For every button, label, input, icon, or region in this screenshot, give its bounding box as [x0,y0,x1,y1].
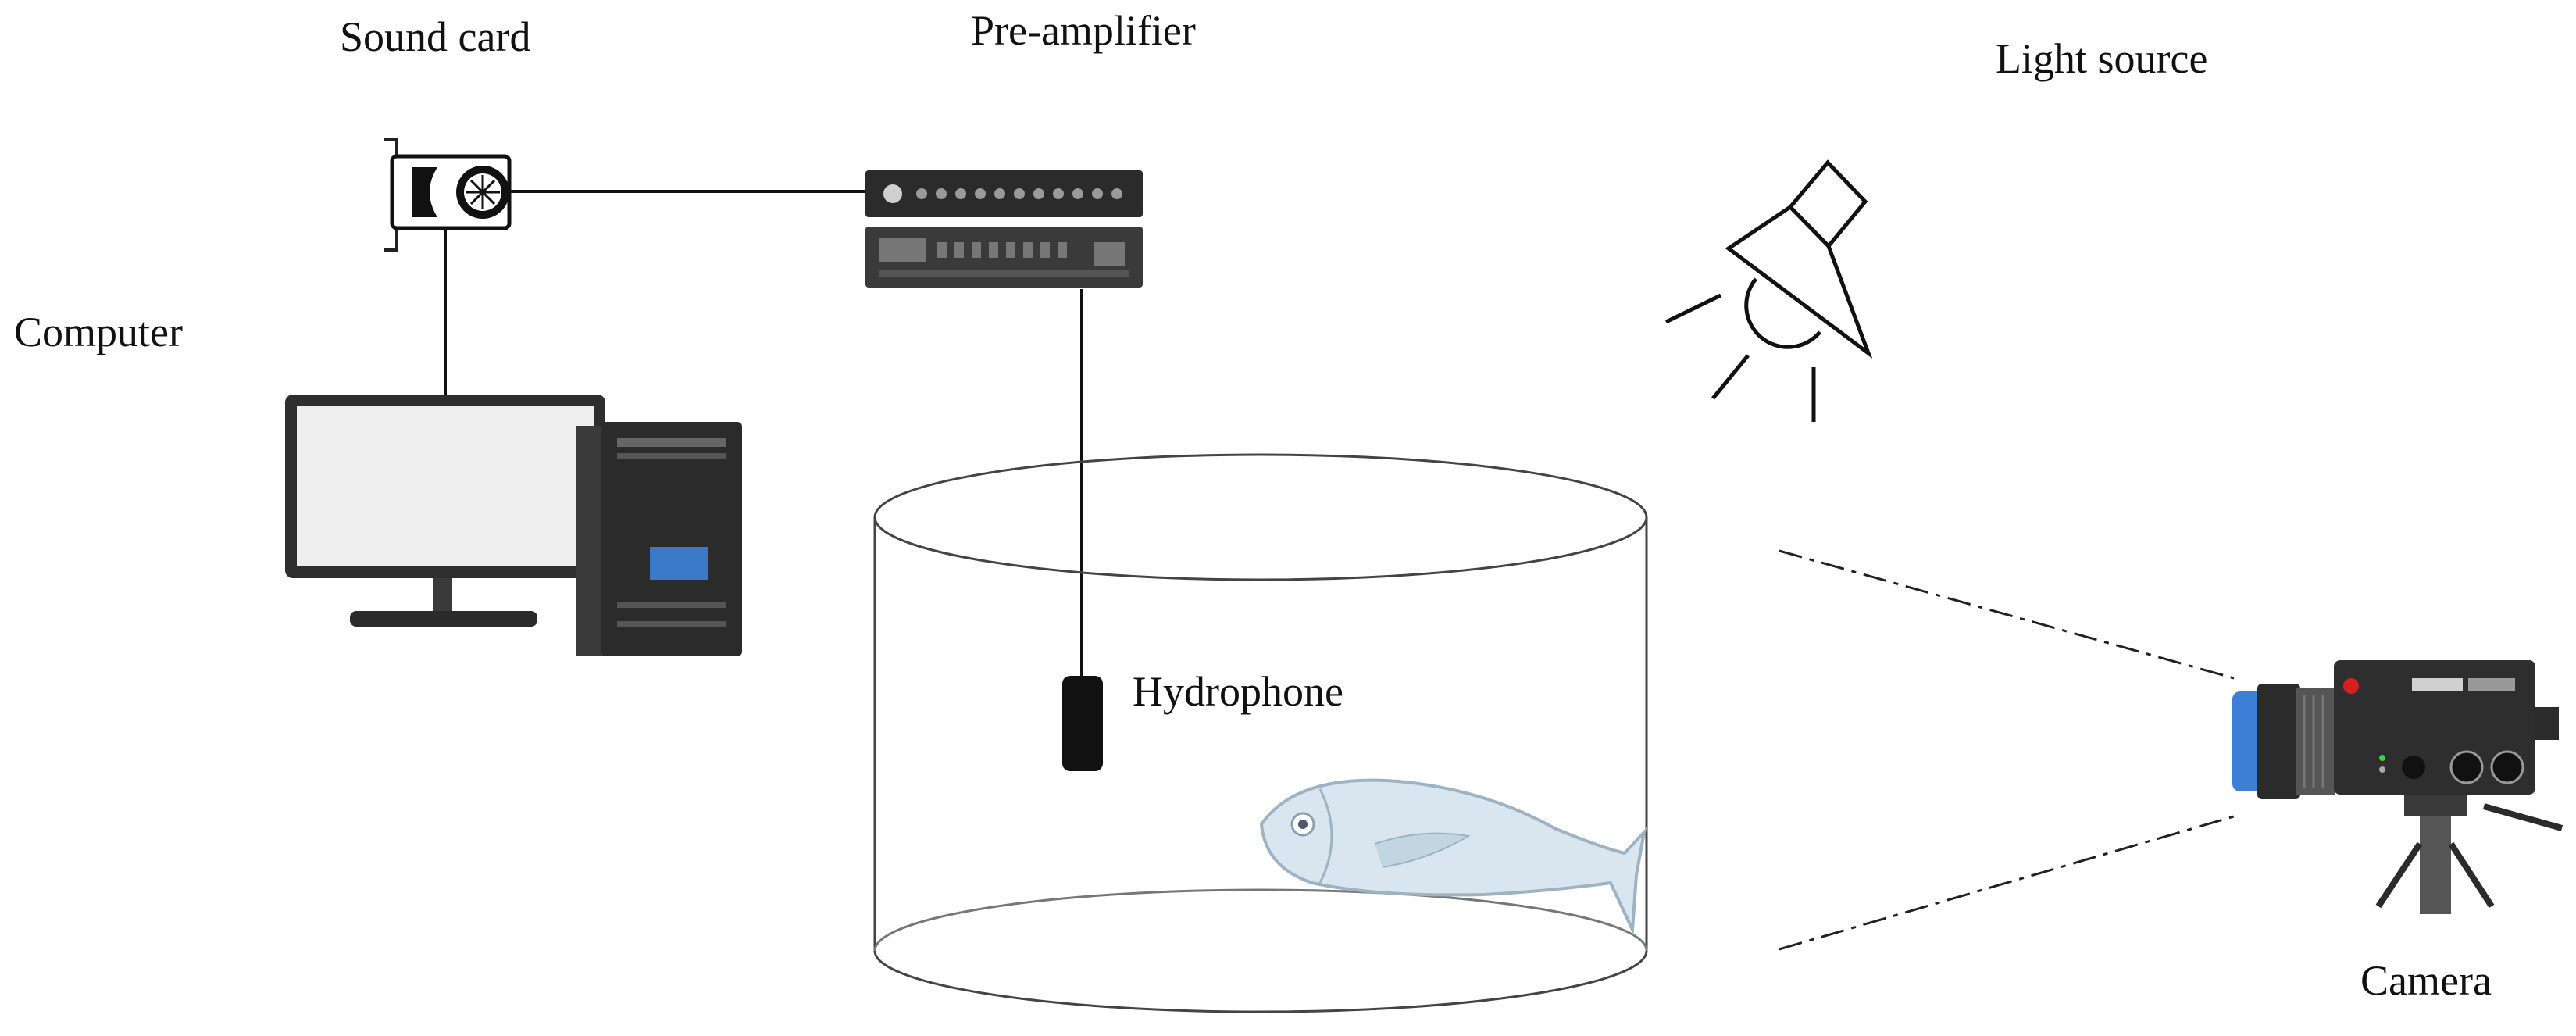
hydrophone-icon [1062,676,1103,771]
camera-view-lines [1779,549,2235,951]
sound-card-icon [384,138,512,252]
fish-icon [1259,778,1647,936]
light-source-label: Light source [1996,35,2208,82]
sound-card-label: Sound card [340,13,531,60]
computer-tower-icon [576,422,742,656]
camera-icon [2232,660,2564,914]
computer-label: Computer [14,309,183,355]
hydrophone-label: Hydrophone [1133,668,1343,715]
connection-lines [444,190,1083,676]
camera-label: Camera [2360,957,2492,1004]
pre-amplifier-label: Pre-amplifier [971,7,1196,54]
pre-amplifier-icon [865,170,1143,288]
light-source-icon [1664,159,1873,422]
computer-monitor-icon [285,395,605,627]
tank-icon [873,453,1648,1013]
